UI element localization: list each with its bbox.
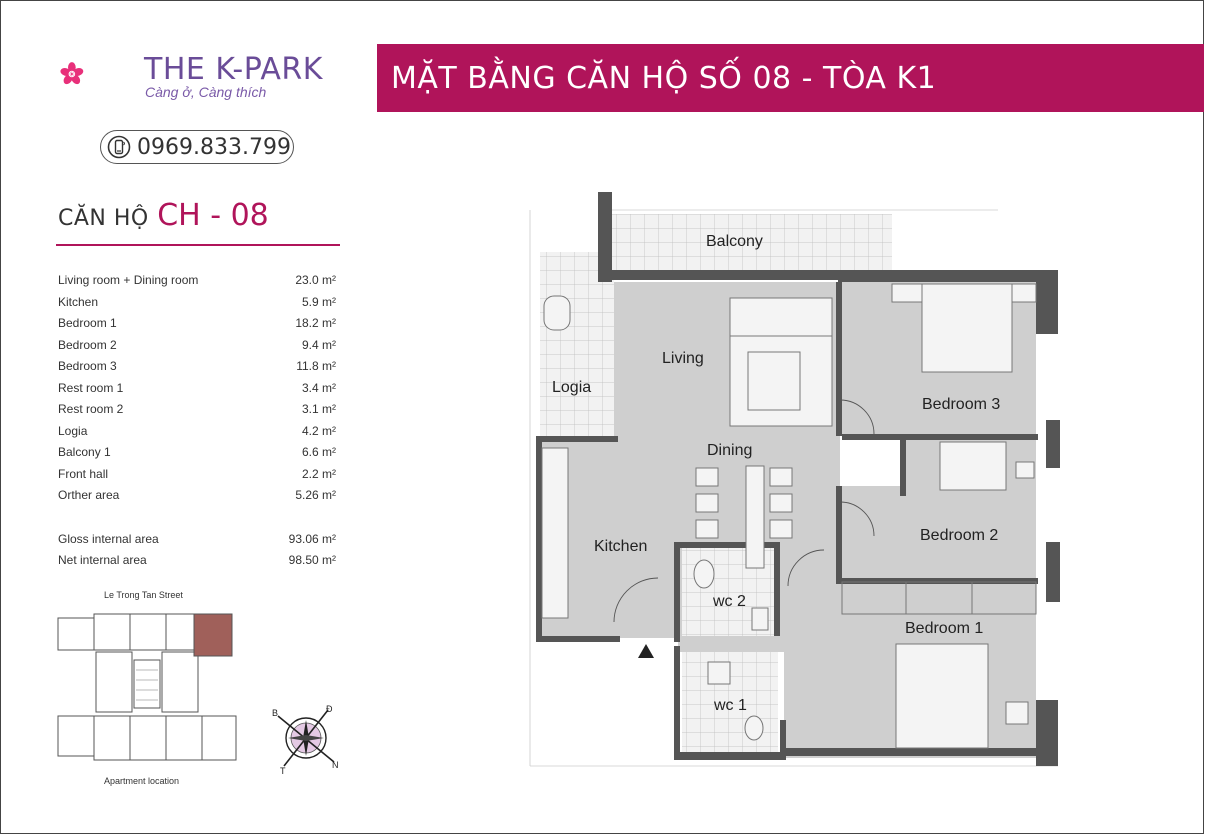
area-name: Rest room 1 [58, 380, 124, 395]
total-name: Net internal area [58, 553, 147, 567]
phone-icon [107, 135, 131, 159]
hotline-number: 0969.833.799 [137, 134, 291, 160]
area-row: Orther area 5.26 m² [58, 485, 336, 507]
room-label-kitchen: Kitchen [594, 538, 648, 555]
page-title: MẶT BẰNG CĂN HỘ SỐ 08 - TÒA K1 [377, 44, 1204, 112]
unit-heading: CĂN HỘ CH - 08 [58, 198, 269, 233]
area-value: 23.0 m² [295, 273, 336, 287]
hotline-badge[interactable]: 0969.833.799 [100, 130, 294, 164]
room-label-bedroom1: Bedroom 1 [905, 620, 984, 637]
area-name: Bedroom 2 [58, 337, 117, 352]
area-value: 11.8 m² [296, 359, 336, 373]
area-row: Living room + Dining room 23.0 m² [58, 270, 336, 292]
compass-icon: B Đ T N [272, 704, 339, 776]
area-value: 18.2 m² [295, 316, 336, 330]
room-label-wc1: wc 1 [714, 697, 747, 714]
area-row: Rest room 1 3.4 m² [58, 378, 336, 400]
area-name: Kitchen [58, 294, 99, 309]
bedroom2-lower [840, 486, 1036, 580]
street-label: Le Trong Tan Street [104, 590, 183, 600]
area-value: 4.2 m² [301, 423, 336, 438]
area-row: Balcony 1 6.6 m² [58, 442, 336, 464]
area-value: 5.9 m² [301, 294, 336, 309]
area-name: Rest room 2 [58, 402, 124, 416]
area-value: 3.1 m² [301, 402, 336, 416]
kpark-flower-logo-icon [60, 62, 84, 85]
room-label-balcony: Balcony [706, 233, 763, 250]
area-name: Front hall [58, 466, 109, 481]
area-value: 6.6 m² [301, 445, 336, 459]
area-row: Bedroom 3 11.8 m² [58, 356, 336, 378]
room-label-logia: Logia [552, 379, 592, 396]
total-row: Net internal area 98.50 m² [58, 550, 336, 572]
room-label-dining: Dining [707, 442, 753, 459]
area-row: Bedroom 2 9.4 m² [58, 335, 336, 357]
area-value: 2.2 m² [301, 466, 336, 481]
area-name: Logia [58, 423, 88, 438]
area-row: Rest room 2 3.1 m² [58, 399, 336, 421]
area-name: Orther area [58, 488, 120, 502]
area-value: 5.26 m² [295, 488, 336, 502]
balcony-area [610, 214, 892, 272]
area-value: 9.4 m² [301, 337, 336, 352]
brand-slogan: Càng ở, Càng thích [145, 84, 267, 100]
area-table: Living room + Dining room 23.0 m² Kitchen… [58, 270, 336, 572]
room-label-bedroom3: Bedroom 3 [922, 396, 1001, 413]
area-name: Living room + Dining room [58, 273, 199, 287]
area-row: Bedroom 1 18.2 m² [58, 313, 336, 335]
area-name: Bedroom 1 [58, 316, 117, 330]
location-caption: Apartment location [104, 776, 180, 786]
room-label-wc2: wc 2 [713, 593, 746, 610]
area-row: Kitchen 5.9 m² [58, 292, 336, 314]
total-value: 93.06 m² [288, 531, 336, 546]
unit-code: CH - 08 [157, 198, 269, 233]
room-label-bedroom2: Bedroom 2 [920, 527, 999, 544]
total-row: Gloss internal area 93.06 m² [58, 529, 336, 551]
unit-divider [56, 244, 340, 246]
logia-area [540, 252, 614, 436]
compass-label: Đ [326, 704, 333, 714]
room-label-living: Living [662, 350, 704, 367]
area-gap [58, 507, 336, 529]
brand-name: THE K-PARK [144, 52, 323, 87]
entrance-marker-icon [638, 644, 654, 658]
unit-prefix: CĂN HỘ [58, 206, 149, 231]
area-value: 3.4 m² [301, 380, 336, 395]
total-value: 98.50 m² [288, 553, 336, 567]
total-name: Gloss internal area [58, 531, 159, 546]
compass-label: N [332, 760, 339, 770]
compass-label: T [280, 766, 286, 776]
area-name: Bedroom 3 [58, 359, 117, 373]
apartment-location-map [57, 613, 237, 761]
floor-plan [529, 192, 1060, 767]
highlighted-unit [193, 613, 233, 657]
area-name: Balcony 1 [58, 445, 111, 459]
area-row: Logia 4.2 m² [58, 421, 336, 443]
area-row: Front hall 2.2 m² [58, 464, 336, 486]
compass-label: B [272, 708, 278, 718]
